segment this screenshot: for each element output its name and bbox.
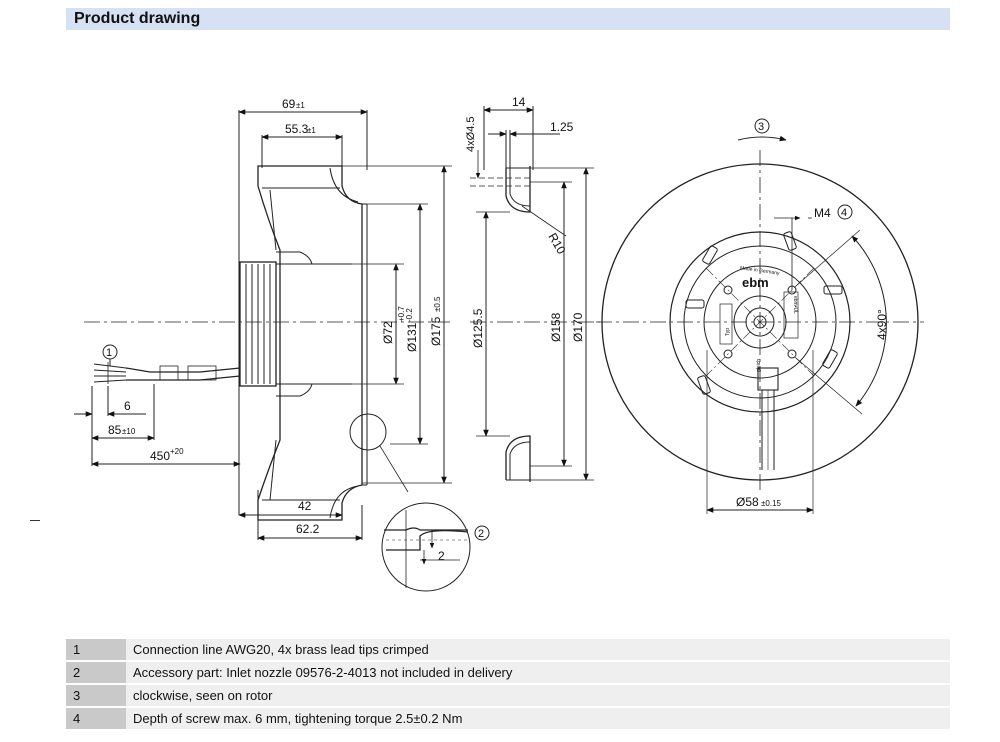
dim-42: 42 — [298, 499, 312, 513]
table-row: 2 Accessory part: Inlet nozzle 09576-2-4… — [66, 661, 950, 685]
margin-mark — [30, 520, 40, 521]
product-drawing: 69 ±1 55.3 ±1 1 6 85 ±10 450 +20 42 62.2… — [74, 95, 924, 592]
note-number: 3 — [66, 684, 126, 708]
note-number: 4 — [66, 707, 126, 731]
callout-2: 2 — [478, 528, 484, 540]
dim-holes: 4xØ4.5 — [465, 117, 477, 152]
note-number: 2 — [66, 661, 126, 685]
callout-4: 4 — [841, 207, 847, 219]
front-view-labels: 3 M4 4 4x90° Ø58 ±0.15 ebm Made in Germa… — [725, 121, 889, 509]
dim-r10: R10 — [545, 231, 568, 257]
section-header: Product drawing — [66, 8, 950, 30]
detail-dim-2: 2 — [438, 549, 445, 563]
note-text: clockwise, seen on rotor — [126, 684, 950, 708]
dim-dia131: Ø131 — [405, 322, 419, 352]
dim-6: 6 — [124, 399, 131, 413]
table-row: 3 clockwise, seen on rotor — [66, 684, 950, 708]
callout-3: 3 — [758, 121, 764, 133]
label-ebm-ul: ebm•UL — [792, 296, 798, 314]
dim-dia131-tol-down: -0.2 — [405, 308, 414, 322]
dim-m4: M4 — [814, 206, 831, 220]
dim-dia175-tol: ±0.5 — [433, 296, 442, 312]
dim-dia175: Ø175 — [429, 316, 443, 346]
dim-dia158: Ø158 — [549, 312, 563, 342]
label-made-in: Made in Germany — [740, 265, 781, 277]
note-text: Accessory part: Inlet nozzle 09576-2-401… — [126, 661, 950, 685]
table-row: 4 Depth of screw max. 6 mm, tightening t… — [66, 707, 950, 731]
dim-dia72: Ø72 — [381, 321, 395, 344]
dim-69-tol: ±1 — [296, 101, 305, 110]
label-gleich: gleich — [756, 359, 762, 372]
side-view — [74, 109, 490, 592]
label-brand: ebm — [742, 275, 769, 290]
dim-85: 85 — [108, 423, 122, 437]
note-text: Depth of screw max. 6 mm, tightening tor… — [126, 707, 950, 731]
dim-angle: 4x90° — [875, 309, 889, 340]
note-number: 1 — [66, 639, 126, 662]
notes-table: 1 Connection line AWG20, 4x brass lead t… — [66, 639, 950, 731]
side-view-labels: 69 ±1 55.3 ±1 1 6 85 ±10 450 +20 42 62.2… — [106, 97, 484, 563]
front-view — [596, 118, 924, 514]
dim-dia125: Ø125.5 — [471, 308, 485, 348]
dim-55-tol: ±1 — [307, 126, 316, 135]
table-row: 1 Connection line AWG20, 4x brass lead t… — [66, 639, 950, 662]
dim-55: 55.3 — [285, 122, 309, 136]
nozzle-view — [470, 106, 600, 482]
note-text: Connection line AWG20, 4x brass lead tip… — [126, 639, 950, 662]
dim-85-tol: ±10 — [122, 427, 136, 436]
dim-dia58: Ø58 — [736, 495, 759, 509]
dim-dia170: Ø170 — [571, 312, 585, 342]
dim-1-25: 1.25 — [550, 120, 574, 134]
dim-69: 69 — [282, 97, 296, 111]
section-title: Product drawing — [74, 10, 201, 27]
callout-1: 1 — [106, 347, 112, 359]
dim-62: 62.2 — [296, 522, 320, 536]
nozzle-view-labels: 14 1.25 4xØ4.5 R10 Ø125.5 Ø158 Ø170 — [465, 95, 585, 348]
dim-dia131-tol-up: +0.7 — [397, 306, 406, 322]
label-typ: Typ — [725, 328, 731, 336]
dim-dia58-tol: ±0.15 — [761, 499, 782, 508]
dim-450-tol: +20 — [170, 447, 184, 456]
dim-450: 450 — [150, 449, 170, 463]
dim-14: 14 — [512, 95, 526, 109]
